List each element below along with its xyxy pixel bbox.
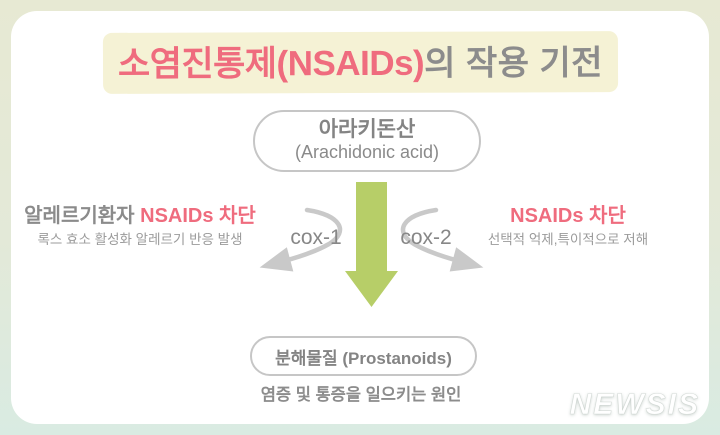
title-rest: 의 작용 기전 [423, 44, 603, 83]
cox2-note-accent: NSAIDs 차단 [510, 205, 626, 227]
cox1-note-headline: 알레르기환자 NSAIDs 차단 [16, 205, 264, 228]
page-title: 소염진통제(NSAIDs)의 작용 기전 [0, 31, 720, 94]
cox-1-label: cox-1 [290, 226, 342, 249]
arachidonic-acid-en: (Arachidonic acid) [294, 142, 440, 163]
cox2-note: NSAIDs 차단 선택적 억제,특이적으로 저해 [470, 205, 666, 248]
cox1-note-lead: 알레르기환자 [24, 205, 141, 227]
result-caption: 염증 및 통증을 일으키는 원인 [260, 386, 462, 404]
cox1-note-sub: 록스 효소 활성화 알레르기 반응 발생 [37, 232, 243, 247]
prostanoids-label: 분해물질 (Prostanoids) [275, 348, 452, 368]
prostanoids-box: 분해물질 (Prostanoids) [250, 336, 477, 376]
cox1-note-accent: NSAIDs 차단 [140, 205, 256, 227]
cox1-note: 알레르기환자 NSAIDs 차단 록스 효소 활성화 알레르기 반응 발생 [16, 205, 264, 248]
arachidonic-acid-ko: 아라키돈산 [318, 118, 416, 142]
cox2-note-sub: 선택적 억제,특이적으로 저해 [487, 232, 649, 247]
arachidonic-acid-box: 아라키돈산 (Arachidonic acid) [253, 110, 481, 172]
cox-2-label: cox-2 [400, 226, 452, 249]
newsis-watermark: NEWSIS [569, 388, 700, 422]
title-accent: 소염진통제(NSAIDs) [117, 43, 424, 84]
title-highlight-band: 소염진통제(NSAIDs)의 작용 기전 [102, 31, 618, 94]
